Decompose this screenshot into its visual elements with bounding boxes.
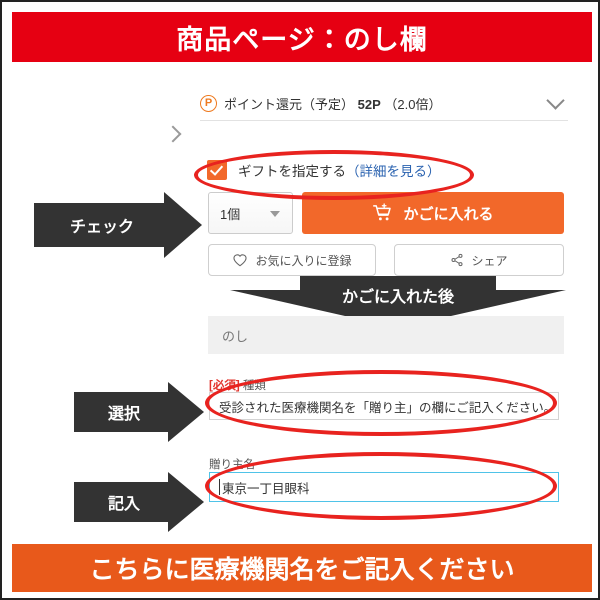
chevron-right-icon[interactable] [164,125,182,143]
down-arrow-shape [230,276,566,328]
favorite-label: お気に入りに登録 [255,253,352,268]
favorite-button[interactable]: お気に入りに登録 [208,244,376,276]
quantity-select[interactable]: 1個 [208,192,293,234]
screenshot-content: P ポイント還元（予定） 52P （2.0倍） ギフトを指定する（詳細を見る） … [12,64,592,538]
point-reward-label: ポイント還元（予定） [224,96,355,112]
type-label-text: 種類 [242,380,266,392]
add-to-cart-label: かごに入れる [403,205,494,223]
gift-detail-link[interactable]: （詳細を見る） [346,164,441,179]
noshi-type-value: 受診された医療機関名を「贈り主」の欄にご記入ください。 [219,400,557,415]
point-p-icon: P [200,94,217,112]
footer-banner: こちらに医療機関名をご記入ください [12,544,592,592]
gift-label-group: ギフトを指定する（詳細を見る） [238,160,441,180]
callout-write: 記入 [74,472,204,532]
gift-option-row[interactable]: ギフトを指定する（詳細を見る） [207,160,441,180]
point-reward-value: 52P [357,96,381,112]
type-field-label: [必須] 種類 [209,377,266,393]
quantity-value: 1個 [220,206,241,222]
shopping-cart-icon [373,203,392,221]
header-banner: 商品ページ：のし欄 [12,12,592,62]
add-to-cart-button[interactable]: かごに入れる [302,192,564,234]
arrow-head-icon [164,192,202,258]
chevron-down-icon[interactable] [546,91,565,110]
heart-icon [233,254,248,267]
callout-select-label: 選択 [107,406,140,423]
noshi-type-select[interactable]: 受診された医療機関名を「贈り主」の欄にご記入ください。 [209,392,559,420]
share-icon [451,253,463,267]
sender-name-value: 東京一丁目眼科 [222,481,310,496]
text-caret [219,479,220,495]
gift-label: ギフトを指定する [238,164,346,179]
share-label: シェア [471,253,508,268]
noshi-section-header: のし [208,316,564,354]
arrow-head-icon [168,472,204,532]
noshi-section-title: のし [222,328,249,344]
share-button[interactable]: シェア [394,244,564,276]
gift-checkbox[interactable] [207,160,227,180]
callout-select: 選択 [74,382,204,442]
arrow-head-icon [168,382,204,442]
callout-after-cart: かごに入れた後 [230,276,566,328]
point-reward-row[interactable]: P ポイント還元（予定） 52P （2.0倍） [200,86,568,121]
page-title: 商品ページ：のし欄 [176,24,428,55]
required-mark: [必須] [209,380,240,392]
sender-field-label: 贈り主名 [209,459,255,471]
callout-check: チェック [34,192,202,258]
footer-title: こちらに医療機関名をご記入ください [89,556,515,584]
point-reward-multiplier: （2.0倍） [384,96,442,112]
callout-after-cart-label: かごに入れた後 [341,289,454,306]
point-reward-text: ポイント還元（予定） 52P （2.0倍） [224,94,441,113]
callout-check-label: チェック [69,219,134,236]
caret-down-icon [270,211,280,217]
sender-name-input[interactable]: 東京一丁目眼科 [209,472,559,502]
callout-write-label: 記入 [107,496,140,513]
